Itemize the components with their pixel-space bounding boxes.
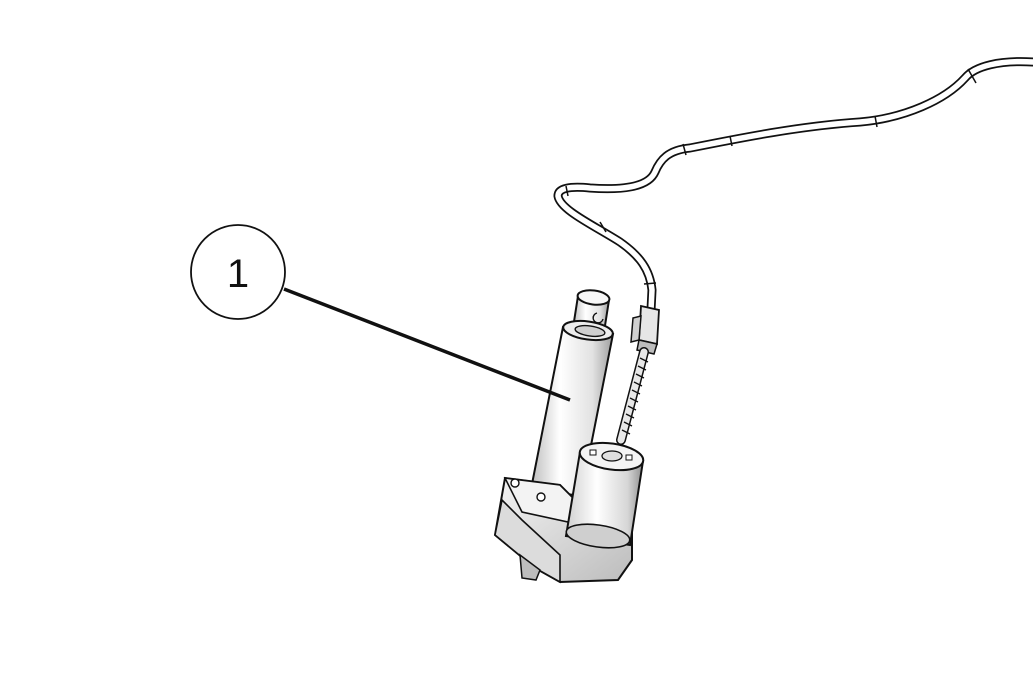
- cable-connector: [630, 304, 660, 355]
- leader-line: [283, 287, 571, 402]
- callout-label: 1: [227, 252, 249, 296]
- callout-1: 1: [190, 224, 571, 402]
- actuator-housing: [493, 476, 633, 584]
- actuator-tube: [529, 319, 615, 498]
- callout-circle: [190, 224, 286, 320]
- actuator-rod: [571, 289, 611, 334]
- actuator-motor: [564, 441, 645, 549]
- spiral-cable: [616, 347, 649, 445]
- cable-harness: [553, 57, 1033, 315]
